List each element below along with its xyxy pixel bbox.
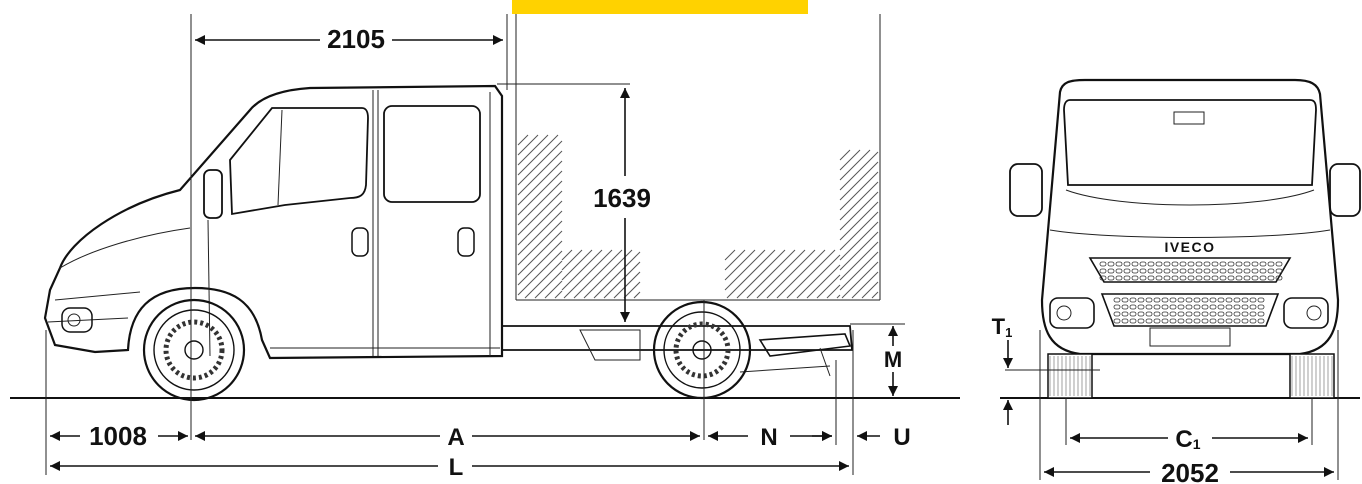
upper-grille	[1099, 261, 1283, 281]
brand-logo-text: IVECO	[1164, 239, 1215, 255]
label-frame-height: M	[884, 347, 902, 372]
label-total-length: L	[449, 454, 464, 481]
front-view: IVECO T1 C1 2052	[992, 78, 1361, 484]
lower-grille	[1113, 297, 1265, 324]
dim-cab-length: 2105	[327, 24, 385, 54]
dim-cab-height: 1639	[593, 183, 651, 213]
label-track: C1	[1175, 426, 1200, 453]
label-wheelbase: A	[447, 424, 464, 451]
chassis-frame	[502, 325, 853, 377]
cargo-hatch	[517, 134, 879, 299]
label-rear-extra: U	[893, 424, 910, 451]
dim-overall-width: 2052	[1161, 458, 1219, 484]
rear-wheel	[652, 300, 752, 400]
dim-front-overhang: 1008	[89, 421, 147, 451]
side-view: 2105 1639 M 1008 A N U L	[43, 14, 911, 481]
label-rear-overhang: N	[760, 424, 777, 451]
front-wheel	[142, 298, 246, 402]
cab-body	[43, 84, 504, 360]
label-ground-clearance: T1	[992, 314, 1013, 340]
highlight-bar	[512, 0, 808, 14]
